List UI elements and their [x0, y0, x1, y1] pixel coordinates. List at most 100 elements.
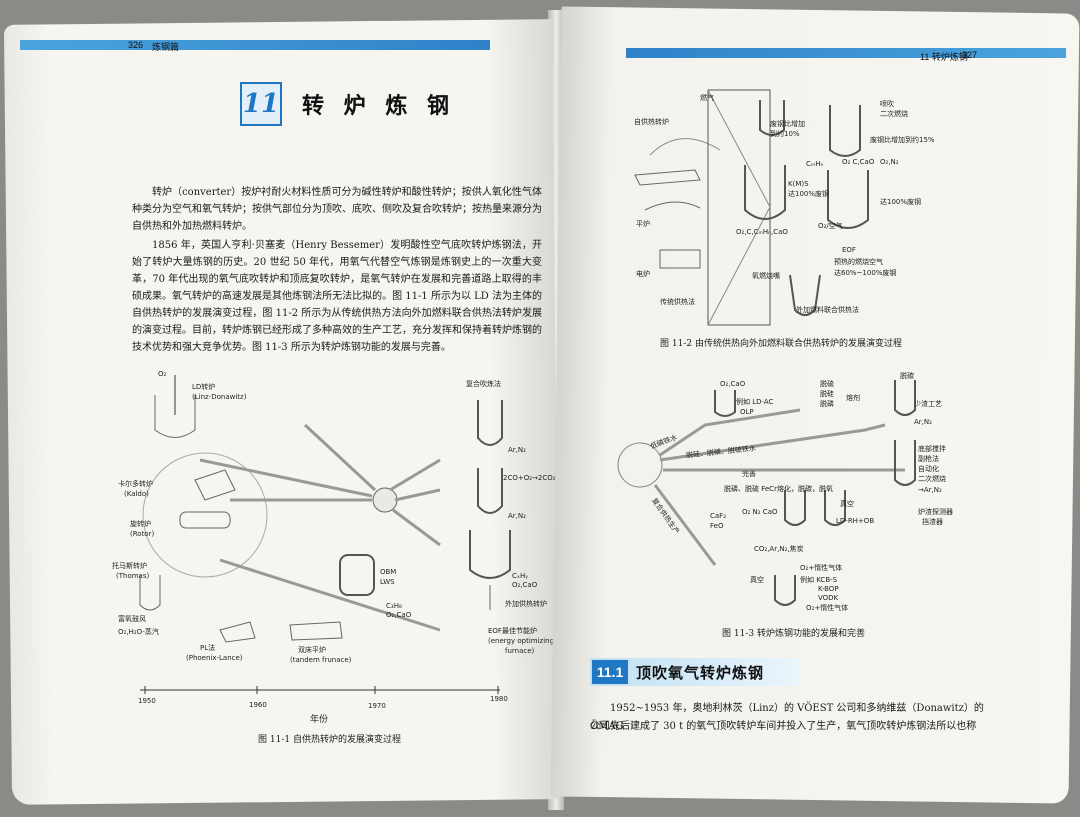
axis-label-year: 年份 [310, 715, 329, 725]
feo-label: FeO [710, 522, 724, 530]
rich-air-gas-label: O₂,H₂O-蒸汽 [118, 628, 159, 636]
vacuum-label: 真空 [840, 500, 854, 508]
o2-inert2-label: O₂+惰性气体 [806, 604, 849, 612]
slag-detector-label: 炉渣探测器 [918, 508, 953, 516]
ar-n2-a-label: Ar,N₂ [914, 418, 932, 426]
right-header-band [626, 48, 1066, 58]
electric-furnace-shape [659, 249, 701, 269]
pl-en-label: (Phoenix-Lance) [186, 654, 243, 662]
figure-11-2-caption: 图 11-2 由传统供热向外加燃料联合供热转炉的发展演变过程 [660, 339, 902, 349]
preheat-label: 预热的燃烧空气 [834, 258, 883, 266]
ld-rh-ob-label: LD-RH+OB [836, 517, 875, 525]
figure-11-3-caption: 图 11-3 转炉炼钢功能的发展和完善 [722, 629, 865, 639]
self-heat-arc [649, 138, 721, 156]
co-reaction-label: 2CO+O₂→2CO₂ [503, 474, 556, 482]
ar-n2-2-label: Ar,N₂ [508, 512, 526, 520]
slag-stopper-label: 挡渣器 [922, 518, 943, 526]
o2-cao-r-label: O₂,CaO [720, 380, 746, 388]
left-header-band [20, 40, 490, 50]
fuel-label: 燃气 [700, 94, 714, 102]
kaldo-label: 卡尔多转炉 [118, 480, 153, 488]
o2-air-label: O₂/空气 [818, 222, 843, 230]
blow-label: 喷吹 [880, 100, 894, 108]
thomas-converter-shape [139, 575, 161, 611]
o2-cao-label: O₂,CaO [512, 581, 538, 589]
desil-label: 脱硅 [820, 390, 834, 398]
scrap-ratio-1a: 废钢比增加 [770, 120, 805, 128]
pl-label: PL法 [200, 644, 216, 652]
combined-blow-label: 复合吹炼法 [466, 380, 501, 388]
figure-11-3-diagram [617, 380, 916, 606]
chapter-number-box: 11 [240, 82, 282, 126]
right-page-number: 327 [962, 50, 978, 60]
ld-o2-label: O₂ [158, 370, 167, 378]
c-cao-label: O₂ C,CaO [842, 158, 875, 166]
flat-hearth-shape [634, 169, 701, 186]
chapter-title: 转 炉 炼 钢 [302, 94, 455, 119]
scrap-ratio-1b: 到约10% [770, 130, 800, 138]
scrap-100-label: 达100%废钢 [788, 190, 830, 198]
axis-tick-1970: 1970 [368, 702, 386, 710]
figure-11-1-caption: 图 11-1 自供热转炉的发展演变过程 [258, 735, 401, 745]
desulf-label: 脱硫 [820, 380, 834, 388]
cxhy-label: CₓHᵧ [512, 572, 528, 580]
section-title: 顶吹氧气转炉炼钢 [636, 664, 765, 682]
post-comb-label: 二次燃烧 [918, 475, 946, 483]
thomas-label: 托马斯转炉 [112, 562, 147, 570]
right-running-head: 11 转炉炼钢 [920, 52, 968, 62]
co2-ar-n2-label: CO₂,Ar,N₂,焦炭 [754, 545, 804, 553]
figure-11-1-diagram [139, 375, 511, 694]
rotor-label: 旋转炉 [130, 520, 151, 528]
kcb-label: 例如 KCB-S [800, 576, 838, 584]
obm-gas2-label: O₂,CaO [386, 611, 412, 619]
o2-n2-label: O₂,N₂ [880, 158, 899, 166]
cmhn-label: CₘHₙ [806, 160, 824, 168]
ld-converter-shape [154, 395, 196, 438]
rich-air-label: 富氧鼓风 [118, 615, 146, 623]
obm-converter-shape [339, 554, 375, 596]
obm-gas1-label: C₃H₈ [386, 602, 402, 610]
flux-label: 熔剂 [846, 394, 860, 402]
kbop-label: K-BOP [818, 585, 839, 593]
eof-en-1-label: (energy optimizing [488, 637, 555, 645]
ld-ac-label: 例如 LD-AC [736, 398, 774, 406]
eof-en-2-label: furnace) [505, 647, 535, 655]
intro-paragraph-1: 转炉（converter）按炉衬耐火材料性质可分为碱性转炉和酸性转炉；按供人氧化… [132, 187, 542, 232]
ar-n2-b-label: →Ar,N₂ [918, 486, 942, 494]
less-slag-label: 少渣工艺 [914, 400, 942, 408]
ld-label: LD转炉 [192, 383, 216, 391]
ar-n2-1-label: Ar,N₂ [508, 446, 526, 454]
section-paragraph-line-1: 1952~1953 年，奥地利林茨（Linz）的 VÖEST 公司和多纳维兹（D… [590, 703, 984, 732]
lws-label: LWS [380, 578, 395, 586]
row-process-label: 脱磷、脱硫 FeCr熔化，脱碳，脱氧 [724, 485, 833, 493]
scrap-15-label: 废钢比增加到约15% [870, 136, 935, 144]
kaldo-en-label: (Kaldo) [124, 490, 149, 498]
self-heat-label: 自供热转炉 [634, 118, 669, 126]
vacuum2-label: 真空 [750, 576, 764, 584]
axis-tick-1950: 1950 [138, 697, 156, 705]
axis-tick-1960: 1960 [249, 701, 267, 709]
kms-label: K(M)S [788, 180, 809, 188]
figure-11-2-diagram [634, 89, 869, 326]
section-number: 11.1 [592, 660, 628, 684]
thomas-en-label: (Thomas) [116, 572, 150, 580]
rotor-converter-shape [179, 511, 231, 529]
rotor-en-label: (Rotor) [130, 530, 155, 538]
tandem-label: 双床平炉 [298, 646, 326, 654]
gas-mix-label: O₂,C,CₘHₙ,CaO [736, 228, 788, 236]
electric-furnace-label: 电炉 [636, 270, 650, 278]
eof-label: EOF最佳节能炉 [488, 627, 537, 635]
ld-en-label: (Linz-Donawitz) [192, 393, 247, 401]
caf2-label: CaF₂ [710, 512, 727, 520]
decarb-label: 脱碳 [900, 372, 914, 380]
oxy-burner-label: 氧燃烧嘴 [752, 272, 780, 280]
olp-label: OLP [740, 408, 754, 416]
auto-label: 自动化 [918, 465, 939, 473]
dephos-label: 脱磷 [820, 400, 834, 408]
o2-n2-cao-label: O₂ N₂ CaO [742, 508, 778, 516]
scrap-60-label: 达60%~100%废钢 [834, 269, 897, 277]
o2-inert-label: O₂+惰性气体 [800, 564, 843, 572]
tandem-furnace-shape [289, 621, 343, 641]
combined-fuel-label: 外加燃料联合供热法 [796, 306, 859, 314]
